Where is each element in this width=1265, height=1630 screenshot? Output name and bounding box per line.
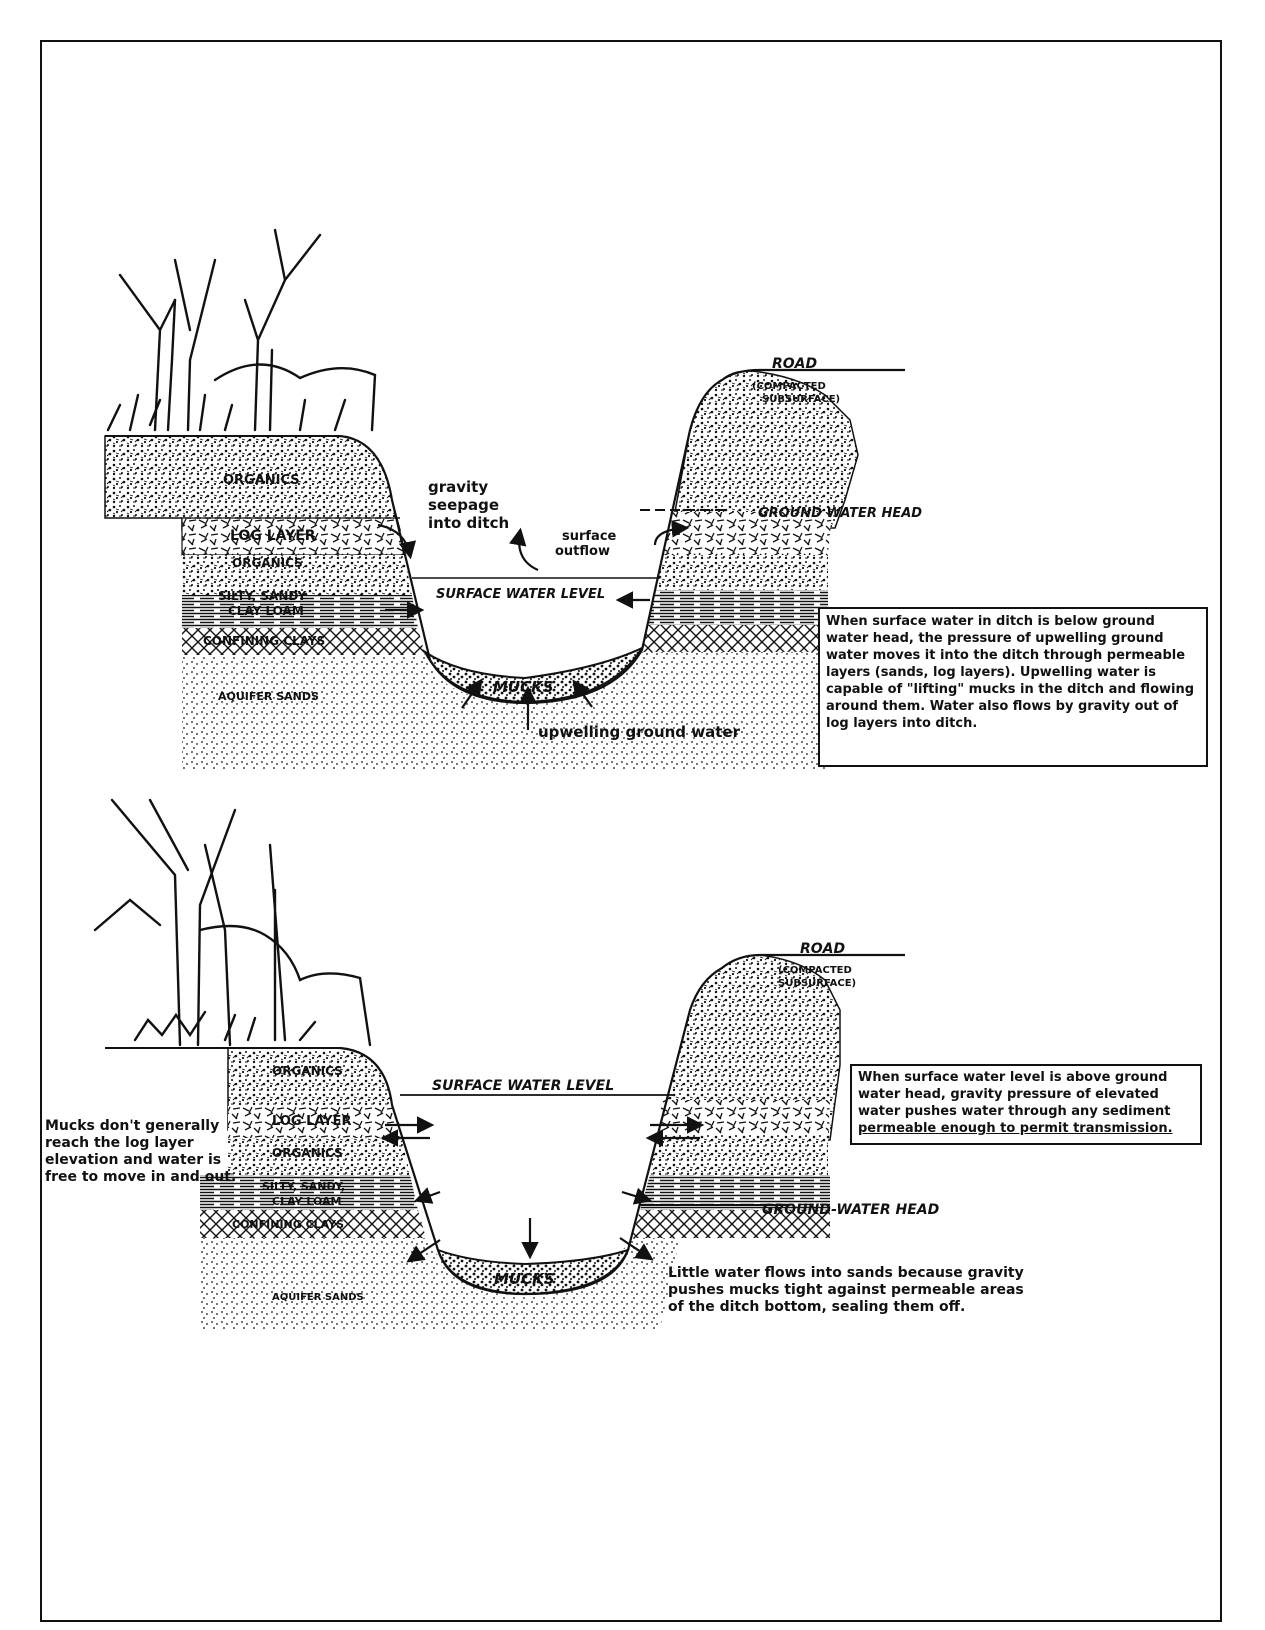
bottom-right-note-line-3: water pushes water through any sediment [858, 1103, 1194, 1120]
bottom-silty-label-2: CLAY LOAM [272, 1195, 341, 1208]
bottom-left-explanation-note: Mucks don't generally reach the log laye… [45, 1118, 245, 1186]
top-outflow-label-2: outflow [555, 544, 610, 559]
top-compacted-label-2: SUBSURFACE) [762, 394, 840, 405]
bottom-right-note-line-1: When surface water level is above ground [858, 1069, 1194, 1086]
top-road-label: ROAD [772, 356, 817, 372]
bottom-road-label: ROAD [800, 941, 845, 957]
bottom-organics-upper-label: ORGANICS [272, 1064, 343, 1078]
bottom-sealing-explanation-note: Little water flows into sands because gr… [668, 1265, 1028, 1316]
bottom-aquifer-label: AQUIFER SANDS [272, 1292, 364, 1303]
top-trees-illustration [108, 230, 375, 430]
bottom-confining-label: CONFINING CLAYS [232, 1218, 344, 1231]
bottom-right-note-line-2: water head, gravity pressure of elevated [858, 1086, 1194, 1103]
top-silty-label-1: SILTY, SANDY [218, 589, 306, 603]
bottom-mucks-label: MUCKS [494, 1270, 555, 1288]
bottom-compacted-label-2: SUBSURFACE) [778, 978, 856, 989]
bottom-log-layer-label: LOG LAYER [272, 1114, 351, 1129]
top-mucks-label: MUCKS [493, 678, 554, 696]
bottom-silty-label-1: SILTY, SANDY, [262, 1180, 345, 1193]
top-diagram: ROAD (COMPACTED SUBSURFACE) ORGANICS LOG… [105, 230, 922, 770]
top-organics-upper-label: ORGANICS [223, 473, 300, 488]
bottom-compacted-label-1: (COMPACTED [778, 965, 852, 976]
bottom-right-note-line-4: permeable enough to permit transmission. [858, 1120, 1194, 1137]
bottom-right-explanation-note: When surface water level is above ground… [850, 1064, 1202, 1145]
top-surface-water-level-label: SURFACE WATER LEVEL [436, 587, 605, 602]
top-confining-label: CONFINING CLAYS [203, 634, 325, 648]
top-compacted-label-1: (COMPACTED [752, 381, 826, 392]
bottom-ground-water-head-label: GROUND-WATER HEAD [762, 1202, 939, 1218]
bottom-diagram: ROAD (COMPACTED SUBSURFACE) ORGANICS LOG… [95, 800, 939, 1330]
bottom-trees-illustration [95, 800, 370, 1045]
bottom-organics-lower-label: ORGANICS [272, 1146, 343, 1160]
top-gravity-label-1: gravity [428, 478, 488, 496]
top-silty-label-2: CLAY LOAM [228, 604, 304, 618]
top-upwelling-label: upwelling ground water [538, 723, 741, 741]
top-outflow-label-1: surface [562, 529, 617, 544]
bottom-surface-water-level-label: SURFACE WATER LEVEL [432, 1078, 614, 1094]
top-log-layer-label: LOG LAYER [230, 528, 316, 544]
top-aquifer-label: AQUIFER SANDS [218, 690, 319, 703]
top-gravity-label-3: into ditch [428, 514, 509, 532]
top-explanation-note: When surface water in ditch is below gro… [818, 607, 1208, 767]
top-ground-water-head-label: GROUND WATER HEAD [758, 506, 922, 521]
top-organics-lower-label: ORGANICS [232, 556, 303, 570]
top-gravity-label-2: seepage [428, 496, 499, 514]
